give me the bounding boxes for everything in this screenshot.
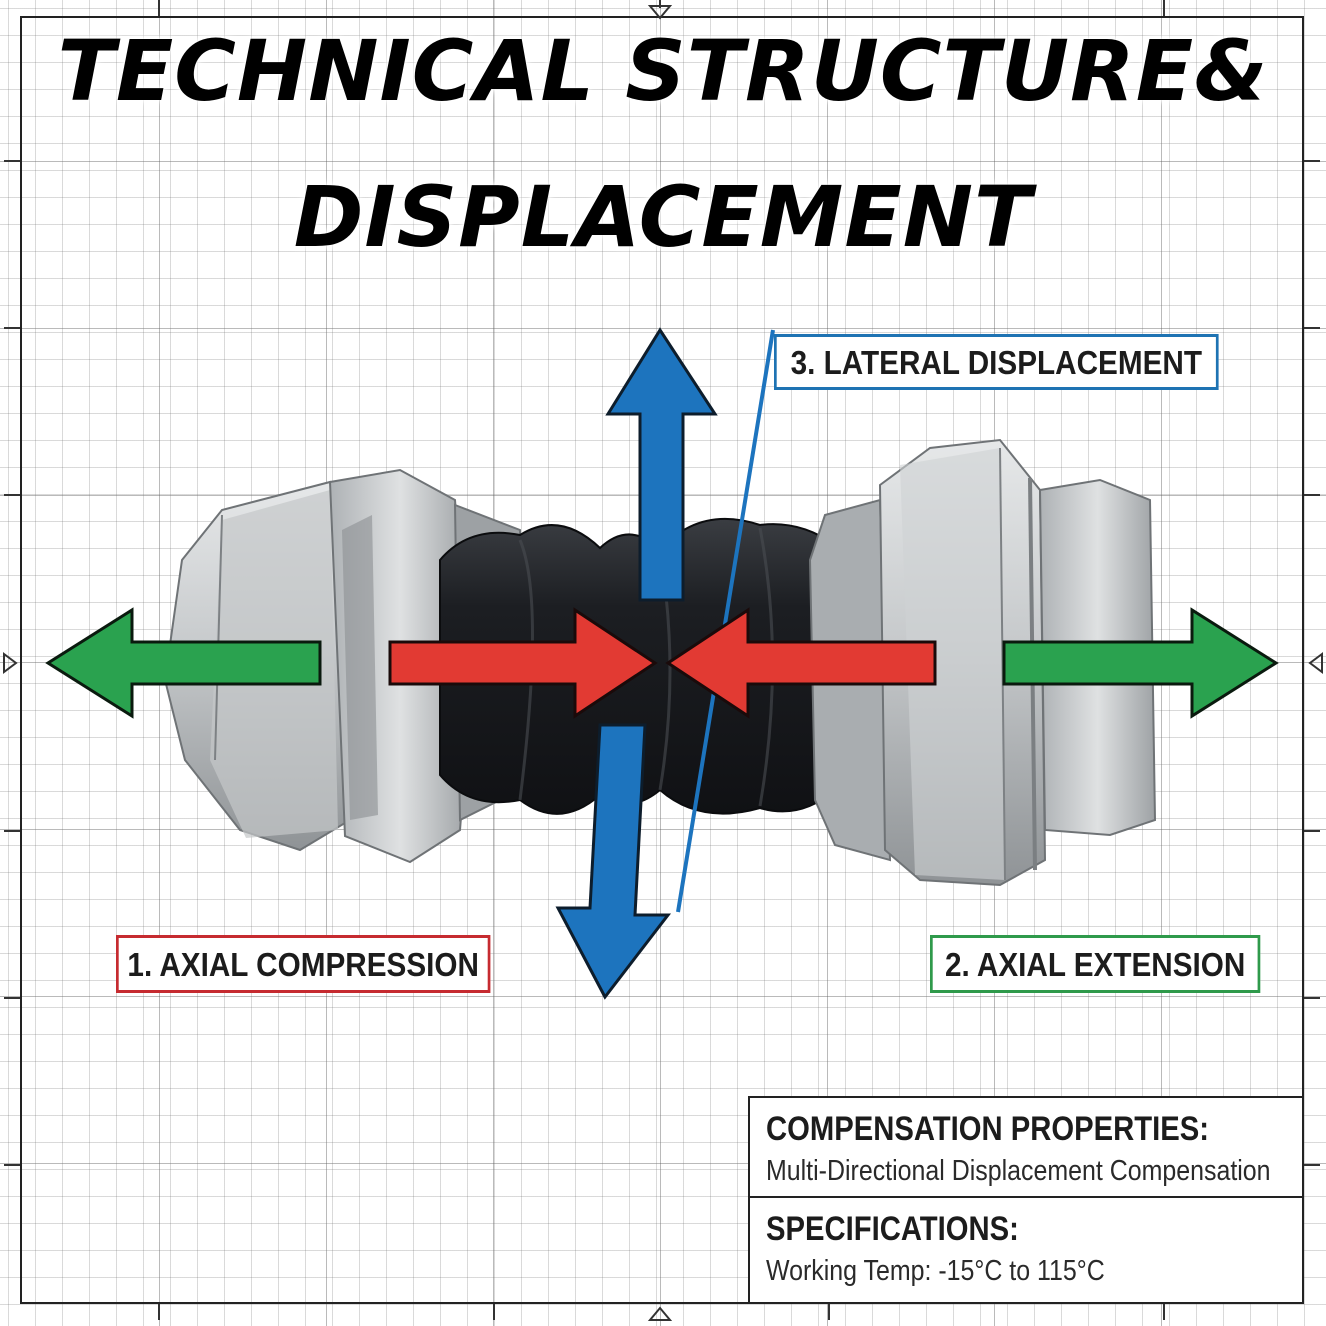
lateral-arrows [555, 327, 718, 1000]
extension-arrows [45, 607, 1279, 719]
compensation-text: Multi-Directional Displacement Compensat… [766, 1155, 1271, 1187]
register-tick [1304, 1164, 1320, 1166]
register-tick [4, 1164, 20, 1166]
register-tick [1163, 0, 1165, 16]
register-tick [158, 1304, 160, 1320]
register-tick [1304, 327, 1320, 329]
register-tick [4, 997, 20, 999]
register-tick [4, 160, 20, 162]
specifications-section: SPECIFICATIONS: Working Temp: -15°C to 1… [750, 1198, 1302, 1302]
compression-arrows [388, 607, 937, 719]
register-tick [1163, 1304, 1165, 1320]
center-register-marks [3, 0, 1323, 1321]
specifications-text: Working Temp: -15°C to 115°C [766, 1255, 1105, 1287]
register-tick [4, 494, 20, 496]
compensation-heading: COMPENSATION PROPERTIES: [766, 1110, 1209, 1148]
specifications-heading: SPECIFICATIONS: [766, 1210, 1019, 1248]
axial-extension-label: 2. AXIAL EXTENSION [930, 935, 1261, 993]
compensation-section: COMPENSATION PROPERTIES: Multi-Direction… [750, 1098, 1302, 1198]
properties-box: COMPENSATION PROPERTIES: Multi-Direction… [748, 1096, 1304, 1304]
register-tick [4, 327, 20, 329]
title-line-1: TECHNICAL STRUCTURE& [57, 22, 1269, 120]
register-tick [1304, 494, 1320, 496]
register-tick [158, 0, 160, 16]
axial-extension-text: 2. AXIAL EXTENSION [944, 945, 1246, 983]
register-tick [493, 1304, 495, 1320]
axial-compression-text: 1. AXIAL COMPRESSION [127, 945, 479, 983]
register-tick [1304, 160, 1320, 162]
lateral-axis-line [676, 329, 775, 913]
register-tick [1304, 997, 1320, 999]
lateral-displacement-text: 3. LATERAL DISPLACEMENT [790, 343, 1203, 381]
register-tick [4, 830, 20, 832]
title-line-2: DISPLACEMENT [293, 168, 1033, 266]
register-tick [1304, 830, 1320, 832]
axial-compression-label: 1. AXIAL COMPRESSION [116, 935, 491, 993]
register-tick [828, 1304, 830, 1320]
lateral-displacement-label: 3. LATERAL DISPLACEMENT [774, 334, 1219, 390]
